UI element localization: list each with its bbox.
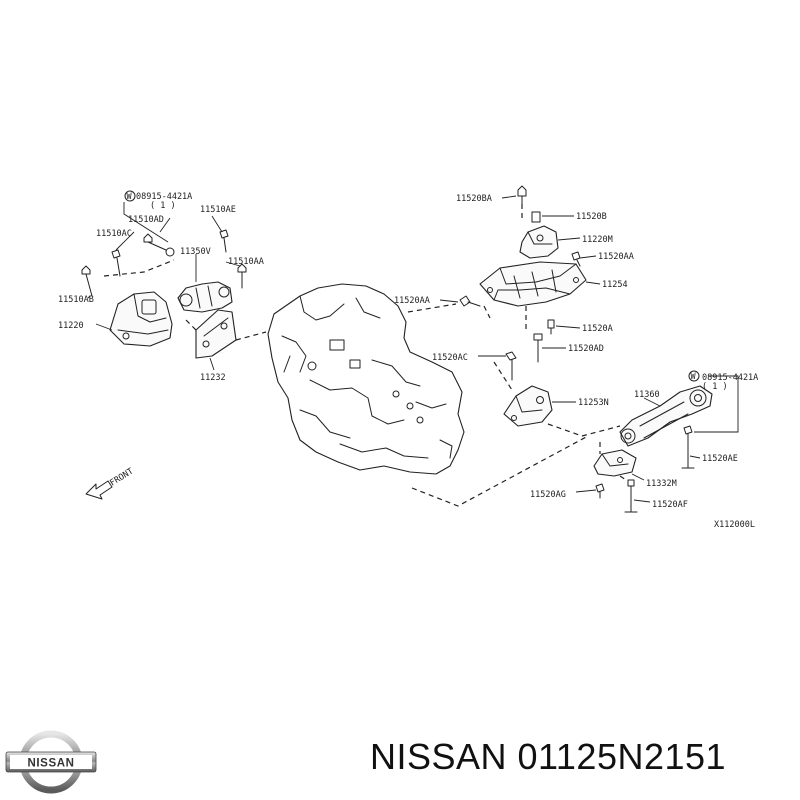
label-11520ac: 11520AC	[432, 353, 468, 363]
washer-callout-right: W	[688, 370, 700, 382]
bolt-11520ba	[517, 185, 527, 205]
bolt-11520a	[547, 319, 555, 335]
label-11232: 11232	[200, 373, 226, 383]
washer-symbol-left: W	[127, 192, 133, 202]
label-11520b: 11520B	[576, 212, 607, 222]
front-direction-indicator: FRONT	[85, 467, 135, 500]
label-11520a: 11520A	[582, 324, 613, 334]
bracket-11254	[479, 261, 587, 307]
bolt-11510ac	[111, 249, 121, 277]
front-arrow-icon	[85, 480, 113, 500]
label-11520ba: 11520BA	[456, 194, 492, 204]
torque-rod-11360	[619, 385, 713, 447]
label-11253n: 11253N	[578, 398, 609, 408]
label-11360: 11360	[634, 390, 660, 400]
label-08915-4421a-left: 08915-4421A	[136, 192, 192, 202]
bracket-11232	[195, 309, 237, 359]
nissan-logo-text: NISSAN	[27, 758, 74, 770]
stud-11520b	[531, 211, 541, 223]
bracket-11332m	[593, 449, 637, 477]
label-11510ad: 11510AD	[128, 215, 164, 225]
washer-callout-left: W	[124, 190, 136, 202]
label-11332m: 11332M	[646, 479, 677, 489]
label-11520af: 11520AF	[652, 500, 688, 510]
label-11510ac: 11510AC	[96, 229, 132, 239]
label-11510aa: 11510AA	[228, 257, 264, 267]
engine-mount-11220m	[519, 225, 559, 259]
washer-symbol-right: W	[691, 372, 697, 382]
mount-11253n	[503, 385, 553, 427]
label-11350v: 11350V	[180, 247, 211, 257]
upper-right-mount-group	[407, 185, 601, 363]
label-qty-right: ( 1 )	[702, 382, 728, 392]
drawing-code: X112000L	[714, 520, 755, 530]
label-11220: 11220	[58, 321, 84, 331]
label-11510ab: 11510AB	[58, 295, 94, 305]
bolt-11520ag	[595, 483, 605, 499]
label-11520aa-left: 11520AA	[394, 296, 430, 306]
engine-block	[267, 283, 465, 475]
bolt-11510ad	[143, 233, 167, 251]
bolt-11520af	[627, 479, 635, 513]
torque-rod-group	[411, 375, 739, 513]
bolt-11520ad	[533, 333, 543, 363]
bolt-11520aa-left	[459, 295, 481, 307]
label-11510ae: 11510AE	[200, 205, 236, 215]
label-11520ag: 11520AG	[530, 490, 566, 500]
part-number-caption: NISSAN 01125N2151	[370, 736, 727, 777]
label-11520aa-right: 11520AA	[598, 252, 634, 262]
label-11520ae: 11520AE	[702, 454, 738, 464]
left-mount-group	[81, 202, 267, 371]
damper-11350v	[177, 281, 233, 313]
bolt-11520ae	[683, 425, 693, 469]
bolt-11520ac	[505, 351, 517, 381]
lower-center-mount-group	[478, 351, 576, 427]
label-qty-left: ( 1 )	[150, 201, 176, 211]
label-08915-4421a-right: 08915-4421A	[702, 373, 758, 383]
label-11520ad: 11520AD	[568, 344, 604, 354]
bolt-11510ab	[81, 265, 93, 297]
label-11220m: 11220M	[582, 235, 613, 245]
nissan-logo: NISSAN	[5, 730, 97, 794]
bolt-11510aa	[237, 263, 247, 289]
bolt-11510ae	[219, 229, 229, 253]
label-11254: 11254	[602, 280, 628, 290]
front-label: FRONT	[108, 467, 135, 489]
